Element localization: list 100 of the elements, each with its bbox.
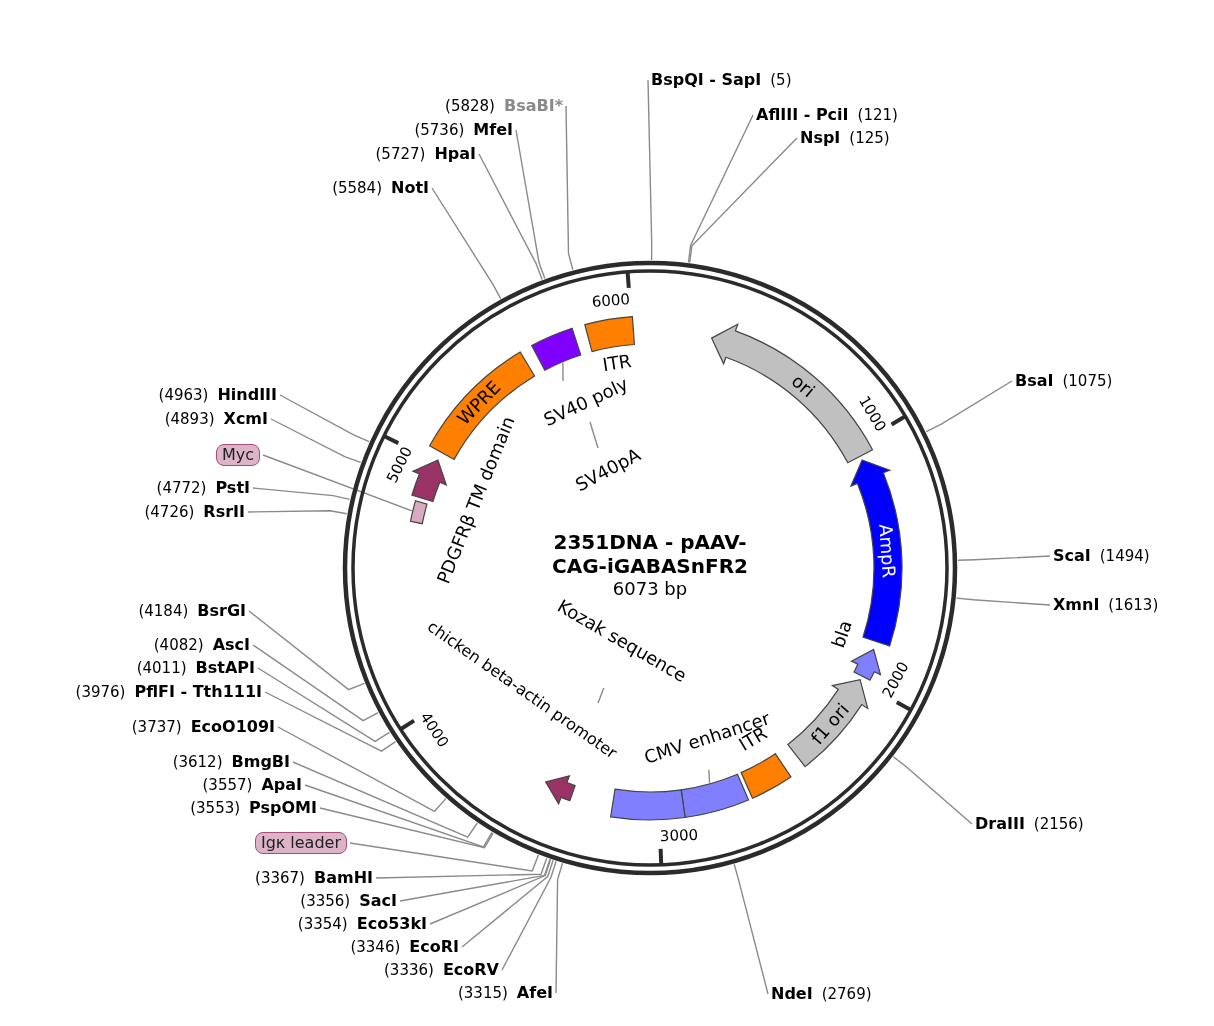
site-position: (3346) (350, 937, 401, 958)
enzyme-name: AfeI (516, 982, 553, 1004)
site-position: (3612) (172, 752, 223, 773)
site-position: (1613) (1108, 595, 1159, 616)
leader-line (925, 380, 1013, 433)
leader-line (515, 129, 546, 280)
enzyme-name: NdeI (771, 983, 813, 1005)
leader-line (892, 756, 973, 825)
feature-label: AmpR (876, 523, 899, 579)
site-position: (4184) (138, 601, 189, 622)
leader-line (461, 859, 554, 948)
enzyme-name: XcmI (223, 408, 268, 430)
leader-line (555, 862, 564, 994)
enzyme-name: BspQI - SapI (651, 69, 762, 91)
site-position: (125) (849, 128, 890, 149)
site-position: (3737) (131, 717, 182, 738)
feature-tag: Igκ leader (254, 832, 347, 854)
plasmid-length: 6073 bp (611, 578, 689, 601)
feature-label: bla (828, 618, 855, 650)
site-position: (1494) (1099, 546, 1150, 567)
leader-line (248, 610, 366, 691)
site-position: (3354) (297, 914, 348, 935)
enzyme-name: RsrII (203, 501, 245, 523)
leader-line (257, 667, 391, 743)
enzyme-name: PspOMI (249, 797, 317, 819)
enzyme-name: PflFI - Tth111I (134, 681, 262, 703)
site-position: (5) (770, 70, 792, 91)
leader-line (733, 863, 769, 995)
leader-line (687, 114, 754, 264)
site-position: (5736) (414, 120, 465, 141)
leader-line (349, 842, 540, 872)
enzyme-name: BsaBI* (503, 95, 563, 117)
leader-line (375, 857, 548, 879)
feature-label: SV40 poly (541, 374, 631, 430)
enzyme-name: ApaI (261, 774, 302, 796)
feature-label: f1 ori (807, 700, 852, 748)
enzyme-name: XmnI (1053, 594, 1100, 616)
leader-line (279, 394, 370, 443)
tick-label: 6000 (591, 291, 631, 310)
site-position: (4726) (144, 502, 195, 523)
leader-line (708, 769, 711, 784)
enzyme-name: BstAPI (195, 657, 255, 679)
leader-line (270, 418, 362, 464)
enzyme-name: MfeI (473, 119, 513, 141)
leader-line (399, 858, 551, 902)
tick-label: 3000 (659, 828, 699, 845)
site-position: (2156) (1033, 814, 1084, 835)
leader-line (565, 105, 574, 271)
plasmid-name: 2351DNA - pAAV-CAG-iGABASnFR2 (551, 530, 749, 579)
leader-line (501, 860, 557, 971)
leader-line (478, 153, 543, 281)
site-position: (3336) (384, 960, 434, 981)
leader-line (247, 510, 348, 515)
enzyme-name: AscI (212, 634, 250, 656)
leader-line (431, 187, 502, 300)
site-position: (2769) (821, 984, 872, 1005)
site-position: (4011) (136, 658, 187, 679)
tick-label: 5000 (385, 444, 416, 486)
site-position: (3976) (75, 682, 126, 703)
leader-line (262, 454, 413, 512)
leader-line (562, 362, 564, 382)
enzyme-name: BmgBI (231, 751, 290, 773)
leader-line (955, 597, 1051, 606)
site-position: (4963) (158, 385, 209, 406)
enzyme-name: BsrGI (197, 600, 246, 622)
leader-line (957, 555, 1051, 561)
site-position: (3315) (457, 983, 508, 1004)
leader-line (597, 687, 605, 704)
enzyme-name: AflIII - PciI (756, 104, 849, 126)
enzyme-name: EcoO109I (190, 716, 275, 738)
leader-line (319, 807, 494, 849)
site-position: (4893) (164, 409, 215, 430)
site-position: (4082) (153, 635, 204, 656)
leader-line (264, 691, 397, 752)
enzyme-name: NspI (800, 127, 841, 149)
leader-line (292, 761, 478, 838)
enzyme-name: EcoRI (409, 936, 459, 958)
feature-tag: Myc (215, 444, 260, 466)
enzyme-name: BsaI (1015, 370, 1054, 392)
enzyme-name: PstI (215, 477, 250, 499)
site-position: (5727) (375, 144, 426, 165)
site-position: (3367) (255, 868, 305, 889)
leader-line (252, 487, 351, 501)
leader-line (277, 726, 447, 813)
enzyme-name: ScaI (1053, 545, 1091, 567)
leader-line (304, 784, 493, 848)
enzyme-name: SacI (359, 890, 397, 912)
site-position: (3557) (202, 775, 253, 796)
enzyme-name: HindIII (217, 384, 277, 406)
enzyme-name: DraIII (975, 813, 1025, 835)
site-position: (121) (857, 105, 898, 126)
feature-label: ori (788, 371, 818, 401)
site-position: (5828) (445, 96, 495, 117)
site-position: (5584) (332, 178, 382, 199)
enzyme-name: BamHI (314, 867, 373, 889)
enzyme-name: Eco53kI (356, 913, 427, 935)
leader-line (647, 79, 653, 261)
site-position: (3553) (190, 798, 241, 819)
site-position: (4772) (156, 478, 207, 499)
enzyme-name: NotI (391, 177, 429, 199)
